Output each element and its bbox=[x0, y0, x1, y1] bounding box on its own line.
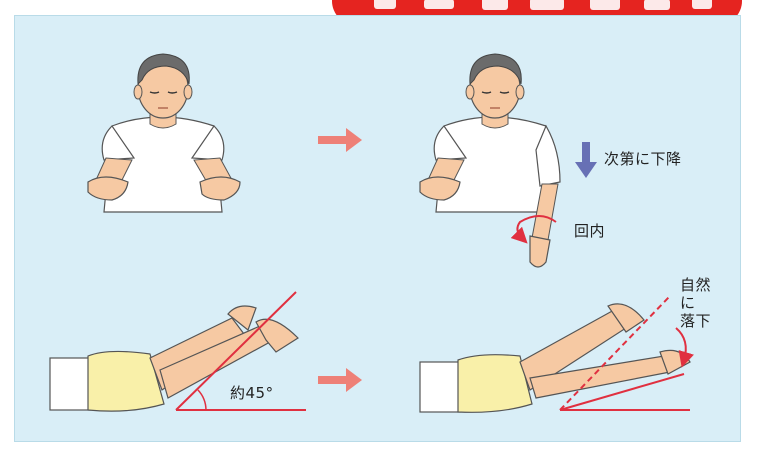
right-arrow-icon bbox=[318, 128, 362, 152]
fall-label-line2: 落下 bbox=[680, 312, 720, 330]
man-arm-drifting bbox=[420, 54, 560, 267]
angle-label: 約45° bbox=[230, 384, 274, 402]
pronation-label: 回内 bbox=[574, 222, 605, 240]
fall-label-line1: 自然に bbox=[680, 276, 720, 312]
prone-legs-falling bbox=[420, 296, 690, 412]
fall-label: 自然に 落下 bbox=[680, 276, 720, 330]
man-arms-extended bbox=[88, 54, 240, 212]
descend-label: 次第に下降 bbox=[604, 150, 682, 168]
right-arrow-icon-bottom bbox=[318, 368, 362, 392]
down-arrow-icon bbox=[575, 142, 597, 178]
